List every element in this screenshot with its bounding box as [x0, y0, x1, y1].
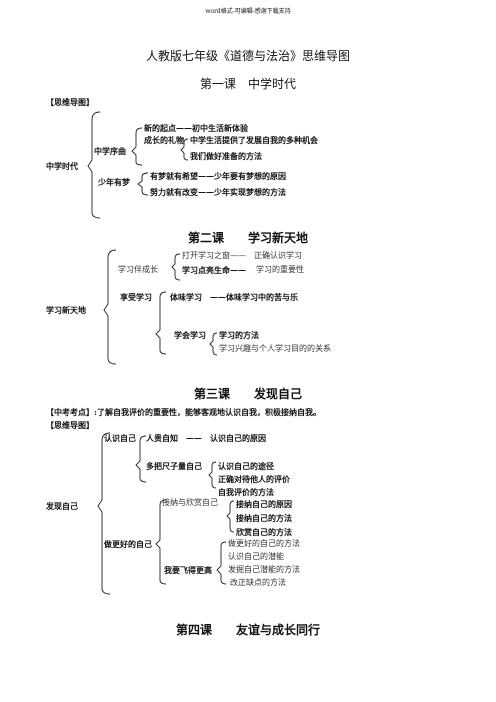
lesson3-b2-item1-sub2: 接纳自己的方法 — [236, 513, 292, 523]
bracket-l2-root — [103, 249, 117, 365]
bracket-l2-b2-sub — [209, 332, 218, 356]
lesson2-b2-item2-sub2: 学习兴趣与个人学习目的的关系 — [219, 344, 331, 353]
bracket-l3-b2-sub2 — [216, 541, 227, 585]
lesson1-branch1: 中学序曲 — [94, 146, 126, 156]
lesson3-b2-item0: 做更好的自己的方法 — [228, 539, 300, 548]
lesson2-b2-item1: 体味学习 ——体味学习中的苦与乐 — [170, 292, 298, 302]
lesson2-b2-item2-sub1: 学习的方法 — [219, 330, 259, 340]
lesson2-branch2: 享受学习 — [120, 292, 152, 302]
lesson3-mindmap-label: 【思维导图】 — [46, 420, 94, 430]
lesson3-b2-item2-sub1: 认识自己的潜能 — [228, 552, 284, 561]
lesson1-b1-item1: 新的起点——初中生活新体验 — [144, 123, 248, 133]
header-note: word格式-可编辑-感谢下载支持 — [205, 8, 291, 15]
lesson3-b1-item1: 人贵自知 —— 认识自己的原因 — [146, 433, 266, 443]
lesson3-b2-item2: 我要飞得更高 — [164, 565, 212, 575]
lesson1-b1-item2-sub2: 我们做好准备的方法 — [190, 151, 262, 161]
bracket-l3-b1 — [135, 435, 147, 483]
lesson3-b2-item1-sub1: 接纳自己的原因 — [236, 499, 292, 509]
lesson3-root: 发现自己 — [46, 501, 78, 511]
lesson1-mindmap-label: 【思维导图】 — [46, 97, 94, 107]
doc-title: 人教版七年级《道德与法治》思维导图 — [145, 49, 350, 63]
bracket-l1-b2 — [137, 172, 149, 196]
lesson3-branch2: 做更好的自己 — [104, 539, 152, 549]
lesson1-b2-item1: 有梦就有希望——少年要有梦想的原因 — [150, 171, 286, 181]
lesson2-title: 第二课 学习新天地 — [187, 231, 308, 245]
bracket-l1-root — [87, 111, 101, 219]
bracket-l3-root — [97, 432, 111, 595]
bracket-l3-b1-sub — [208, 461, 217, 489]
lesson2-b1-item2-tail: 学习的重要性 — [256, 265, 304, 274]
lesson1-title: 第一课 中学时代 — [199, 77, 296, 91]
lesson1-b2-item2: 努力就有改变——少年实现梦想的方法 — [150, 187, 286, 197]
lesson3-b1-item2-sub2: 正确对待他人的评价 — [218, 474, 290, 484]
lesson3-b1-item2-sub3: 自我评价的方法 — [218, 487, 274, 497]
bracket-l1-b1 — [131, 127, 143, 166]
lesson3-exam-point: 【中考考点】:了解自我评价的重要性，能够客观地认识自我，积极接纳自我。 — [46, 407, 321, 417]
lesson3-b1-item2-sub1: 认识自己的途径 — [218, 461, 274, 471]
lesson3-b2-item2-sub2: 发掘自己潜能的方法 — [228, 565, 300, 574]
lesson3-b2-item1: 接纳与欣赏自己 — [162, 498, 218, 507]
lesson3-b2-item1-sub3: 欣赏自己的方法 — [236, 527, 292, 537]
lesson1-branch2: 少年有梦 — [98, 177, 130, 187]
lesson2-b1-item2: 学习点亮生命—— — [182, 265, 246, 275]
lesson2-b1-item1: 打开学习之窗—— 正确认识学习 — [182, 251, 302, 260]
lesson3-title: 第三课 发现自己 — [193, 387, 302, 401]
lesson1-root: 中学时代 — [46, 161, 78, 171]
bracket-l2-b1 — [171, 253, 181, 281]
lesson3-b2-item2-sub3: 改正缺点的方法 — [230, 578, 286, 587]
lesson4-title: 第四课 友谊与成长同行 — [175, 623, 320, 637]
lesson1-b1-item2: 成长的礼物 — [144, 135, 184, 145]
lesson3-b1-item2: 多把尺子量自己 — [146, 461, 202, 471]
bracket-l2-b2 — [155, 291, 167, 355]
lesson3-branch1: 认识自己 — [104, 433, 136, 443]
lesson1-b1-item2-sub1: 中学生活提供了发展自我的多种机会 — [190, 135, 318, 145]
bracket-l3-b2-sub1 — [226, 500, 235, 533]
lesson2-root: 学习新天地 — [46, 305, 86, 315]
lesson2-b2-item2: 学会学习 — [174, 330, 206, 340]
lesson2-branch1: 学习伴成长 — [118, 265, 158, 274]
